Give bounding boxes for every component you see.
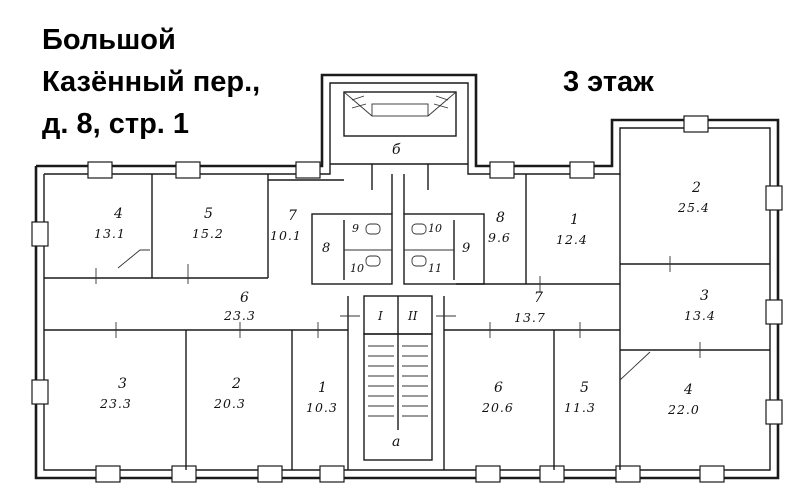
room-area: 13.7: [514, 310, 546, 325]
room-area: 13.1: [94, 226, 126, 241]
room-number: 4: [113, 206, 123, 222]
room-area: 23.3: [99, 396, 132, 411]
wc-label: 11: [428, 262, 442, 275]
room-number: 6: [494, 380, 503, 396]
room-area: 10.3: [306, 400, 338, 415]
room-number: 4: [683, 382, 693, 398]
address-line-3: д. 8, стр. 1: [42, 108, 190, 140]
room-area: 13.4: [684, 308, 716, 323]
wc-label: 8: [322, 241, 330, 256]
right-walls: [489, 174, 770, 470]
address-line-1: Большой: [42, 24, 176, 56]
room-number: 8: [496, 210, 505, 226]
room-labels: 4 13.1 5 15.2 7 10.1 6 23.3 3 23.3 2 20.…: [94, 180, 716, 417]
lift-label: I: [377, 309, 383, 323]
room-area: 25.4: [677, 200, 710, 215]
lift-label: II: [407, 309, 418, 323]
stair-b-label: б: [392, 142, 401, 158]
room-area: 11.3: [564, 400, 596, 415]
room-area: 23.3: [223, 308, 256, 323]
upper-left-walls: [44, 174, 344, 284]
room-area: 12.4: [556, 232, 588, 247]
corridor-walls: [44, 283, 620, 470]
wc-label: 10: [428, 222, 442, 235]
floor-label: 3 этаж: [563, 66, 654, 98]
room-number: 3: [700, 288, 709, 304]
room-number: 7: [534, 290, 543, 306]
stair-a-label: а: [392, 434, 400, 450]
room-area: 20.3: [213, 396, 246, 411]
wc-label: 9: [462, 241, 470, 256]
service-labels: б а 8 9 10 10 11 9 I II: [322, 142, 470, 450]
room-number: 7: [288, 208, 297, 224]
room-number: 1: [570, 212, 579, 228]
room-number: 5: [580, 380, 589, 396]
lower-left-walls: [115, 322, 319, 470]
stair-b: [330, 91, 468, 190]
address-line-2: Казённый пер.,: [42, 66, 261, 98]
room-number: 2: [691, 180, 701, 196]
room-number: 3: [118, 376, 127, 392]
room-area: 15.2: [192, 226, 224, 241]
wc-blocks: [311, 174, 485, 285]
room-number: 5: [204, 206, 213, 222]
room-number: 6: [240, 290, 249, 306]
stair-a: [363, 295, 433, 461]
wc-label: 9: [352, 222, 359, 235]
wc-label: 10: [350, 262, 364, 275]
windows: [31, 115, 783, 483]
room-area: 9.6: [488, 230, 511, 245]
room-number: 2: [231, 376, 241, 392]
room-area: 20.6: [481, 400, 514, 415]
room-area: 22.0: [667, 402, 700, 417]
room-number: 1: [318, 380, 327, 396]
room-area: 10.1: [270, 228, 302, 243]
